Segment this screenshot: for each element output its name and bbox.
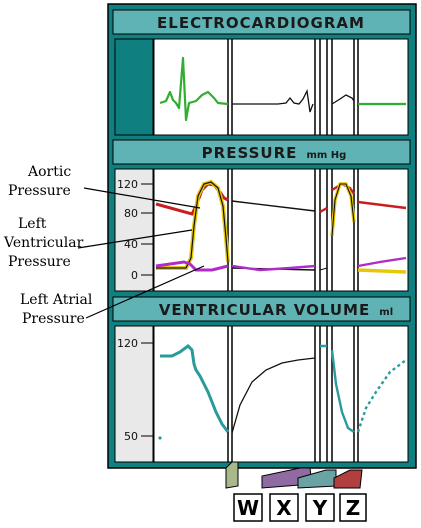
annotation-leader-la — [85, 265, 205, 319]
pressure-unit: mm Hg — [306, 150, 346, 161]
ecg-left-block — [114, 38, 154, 136]
tab-z-label: Z — [346, 496, 361, 520]
volume-title-text: VENTRICULAR VOLUME — [159, 301, 370, 319]
volume-trace — [320, 344, 355, 433]
annotation-aortic-pressure: Aortic Pressure — [8, 164, 76, 199]
volume-trace — [231, 357, 316, 434]
annotation-lv-pressure: Left Ventricular Pressure — [3, 216, 88, 270]
volume-unit: ml — [379, 307, 393, 318]
pressure-tick-label: 40 — [124, 238, 138, 251]
volume-start-dot — [158, 436, 162, 440]
volume-title: VENTRICULAR VOLUME ml — [159, 300, 393, 319]
volume-trace — [160, 344, 230, 433]
annotation-leader-aortic — [83, 187, 201, 209]
annotations: Aortic Pressure Left Ventricular Pressur… — [3, 164, 205, 327]
tab-z[interactable] — [339, 493, 367, 522]
annotation-line: Left Atrial — [20, 292, 93, 308]
pressure-header — [112, 139, 411, 165]
volume-tick-label: 120 — [117, 337, 138, 350]
ecg-title: ELECTROCARDIOGRAM — [157, 14, 365, 32]
ecg-header — [112, 9, 411, 35]
annotation-line: Pressure — [22, 311, 85, 327]
pressure-title: PRESSURE mm Hg — [202, 143, 347, 162]
phase-dividers — [227, 39, 359, 462]
annotation-line: Pressure — [8, 183, 71, 199]
pressure-tick-label: 80 — [124, 207, 138, 220]
volume-trace — [356, 359, 407, 433]
aortic-pressure-trace — [231, 200, 316, 212]
annotation-leader-lv — [77, 229, 193, 249]
volume-ticks: 120 50 — [117, 337, 154, 443]
pressure-title-text: PRESSURE — [202, 144, 298, 162]
pressure-axis-area — [114, 168, 154, 292]
volume-axis-area — [114, 325, 154, 463]
annotation-line: Ventricular — [3, 235, 84, 251]
pressure-ticks: 120 80 40 0 — [117, 178, 154, 282]
tab-y-label: Y — [312, 496, 328, 520]
annotation-line: Aortic — [27, 164, 71, 180]
volume-header — [112, 296, 411, 322]
annotation-la-pressure: Left Atrial Pressure — [20, 292, 97, 327]
tab-x-label: X — [276, 496, 292, 520]
phase-tabs: W X Y Z — [225, 461, 367, 522]
ecg-trace — [159, 56, 229, 122]
tab-z-flap — [333, 469, 363, 489]
volume-tick-label: 50 — [124, 430, 138, 443]
annotation-line: Left — [18, 216, 47, 232]
volume-plot-area — [153, 325, 409, 463]
tab-y-flap — [297, 469, 337, 489]
la-pressure-trace — [155, 260, 229, 272]
annotation-line: Pressure — [8, 254, 71, 270]
tab-w-flap — [225, 461, 239, 489]
ecg-plot-area — [153, 38, 409, 136]
tab-w[interactable] — [233, 493, 263, 522]
tab-y[interactable] — [305, 493, 335, 522]
ecg-trace-dark — [331, 94, 355, 105]
pressure-tick-label: 120 — [117, 178, 138, 191]
pressure-tick-label: 0 — [131, 269, 138, 282]
la-pressure-trace — [231, 256, 407, 272]
tab-x[interactable] — [269, 493, 299, 522]
lv-pressure-trace — [319, 183, 355, 271]
lv-pressure-trace — [156, 181, 229, 269]
ecg-trace-dark — [232, 88, 314, 113]
tab-w-label: W — [237, 496, 259, 520]
